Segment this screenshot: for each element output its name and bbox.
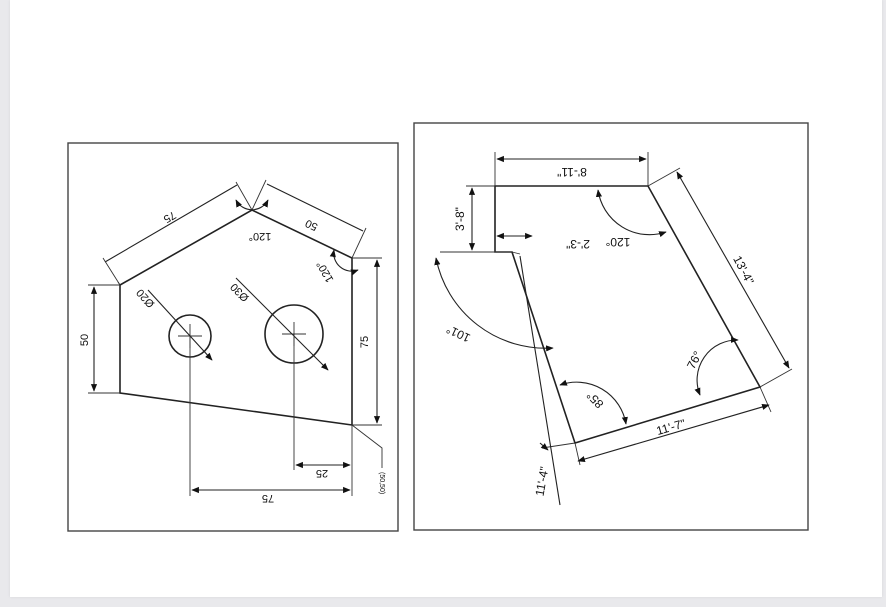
dim-top-width-ext: [494, 152, 649, 186]
dim-right-edge-line: [676, 171, 790, 369]
dim-top-left-label: 75: [161, 208, 178, 225]
dim-top-left-ext: [102, 181, 253, 286]
dim-right-height-label: 75: [359, 336, 371, 348]
dim-left-height-label-r: 3'-8": [453, 207, 467, 231]
bottom-angle-label: 85°: [584, 388, 607, 411]
dim-left-height-ext: [466, 185, 495, 253]
dim-bottom-edge-line: [577, 403, 770, 463]
apex-angle-label: 120°: [249, 230, 272, 242]
small-hole-leader: [147, 289, 213, 361]
bottom-edge-label: 11'-7": [655, 416, 687, 438]
dim-left-height-label: 50: [79, 334, 91, 346]
large-hole-leader: [235, 277, 329, 371]
dim-top-right-label: 50: [304, 217, 320, 233]
dim-right-edge-ext: [647, 167, 793, 388]
right-angle-arc: [694, 336, 739, 396]
dim-left-height-ext: [88, 284, 120, 394]
right-part-outline: [494, 185, 762, 444]
right-corner-angle-arc: [329, 249, 359, 276]
dim-top-width-label: 8'-11": [557, 165, 587, 179]
dim-offset-label: 25: [316, 467, 328, 479]
left-part-outline: [119, 209, 353, 426]
dim-top-right-line: [266, 183, 364, 232]
top-angle-arc: [595, 189, 667, 238]
small-hole-label: Ø20: [134, 286, 157, 309]
right-corner-angle-label: 120°: [315, 259, 337, 285]
dim-right-height-ext: [352, 257, 382, 426]
right-edge-label: 13'-4": [730, 253, 757, 287]
right-drawing-frame: [413, 122, 809, 531]
large-hole-label: Ø30: [228, 281, 251, 304]
left-drawing-frame: [67, 142, 399, 532]
dim-top-left-line: [104, 184, 238, 263]
dim-left-edge-arrow: [539, 442, 549, 451]
left-angle-label: 101°: [444, 322, 473, 345]
dim-spacing-label: 75: [262, 492, 274, 504]
left-drawing: 75 50 120° 120° Ø20 Ø30 50 75 25 75 (50,…: [67, 142, 399, 532]
dim-step-label: 2'-3": [566, 237, 590, 251]
left-angle-arc: [434, 257, 554, 352]
dim-left-edge-line: [519, 255, 561, 506]
origin-leader: [351, 424, 383, 468]
left-edge-label: 11'-4": [533, 465, 552, 497]
apex-angle-arc: [235, 199, 269, 211]
top-angle-label: 120°: [605, 235, 630, 249]
origin-coord-label: (50,50): [378, 472, 385, 494]
right-angle-label: 76°: [684, 349, 705, 372]
right-drawing: 8'-11" 3'-8" 2'-3" 120° 101° 13'-4" 76° …: [413, 122, 809, 531]
